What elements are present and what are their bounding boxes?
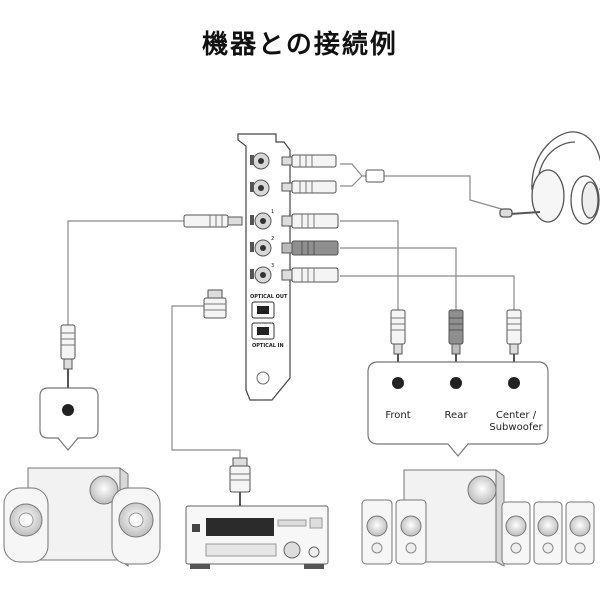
rear-cable-plug (448, 309, 464, 372)
center-cable (340, 275, 515, 310)
line-jack-1 (254, 212, 272, 230)
mic-cable (340, 163, 363, 177)
satellite-right (111, 487, 161, 565)
front-label: Front (385, 410, 410, 421)
satellite-sr (565, 501, 595, 565)
mic-plug (281, 154, 337, 168)
front-plug (281, 213, 339, 229)
front-cable (340, 220, 399, 310)
optical-in-label: OPTICAL IN (252, 343, 284, 349)
satellite-sl (361, 499, 393, 565)
satellite-c (501, 501, 531, 565)
mic-jack (252, 152, 270, 170)
optical-receiver-plug (229, 457, 251, 506)
speaker-system-5-1 (361, 469, 595, 567)
center-plug (281, 267, 339, 283)
headset-icon (499, 131, 600, 225)
surround-connection-box: Front Rear Center / Subwoofer (367, 361, 549, 457)
rear-jack (450, 377, 462, 389)
port-number-3: 3 (271, 263, 274, 269)
optical-plug (203, 289, 227, 319)
line-jack-2 (254, 239, 272, 257)
satellite-fr (533, 501, 563, 565)
stereo-connection-box (39, 387, 99, 451)
front-jack (392, 377, 404, 389)
port-number-2: 2 (271, 236, 274, 242)
sound-card-bracket: 1 2 3 OPTICAL OUT OPTICAL IN (237, 133, 291, 401)
page-title: 機器との接続例 (202, 30, 398, 60)
rear-plug (281, 240, 339, 256)
optical-out-label: OPTICAL OUT (250, 294, 288, 300)
y-splitter (365, 169, 385, 183)
stereo-jack (62, 404, 74, 416)
center-label-line1: Center / (496, 410, 537, 421)
stereo-plug (60, 324, 76, 392)
headphone-cable (340, 175, 363, 187)
jack-symbols (250, 155, 254, 279)
satellite-left (3, 487, 49, 563)
line-jack-3 (254, 266, 272, 284)
volume-knob (283, 541, 301, 559)
rear-cable (340, 247, 457, 310)
optical-cable (171, 298, 241, 462)
satellite-fl (395, 499, 427, 565)
center-jack (508, 377, 520, 389)
line-in-cable (67, 220, 184, 325)
center-label-line2: Subwoofer (489, 422, 543, 433)
line-in-plug (183, 214, 243, 228)
headphone-plug (281, 180, 337, 194)
headphone-jack (252, 179, 270, 197)
speaker-system-2-1 (3, 467, 161, 567)
port-number-1: 1 (271, 209, 274, 215)
av-receiver (185, 505, 329, 569)
rear-label: Rear (445, 410, 469, 421)
receiver-display (206, 518, 274, 536)
